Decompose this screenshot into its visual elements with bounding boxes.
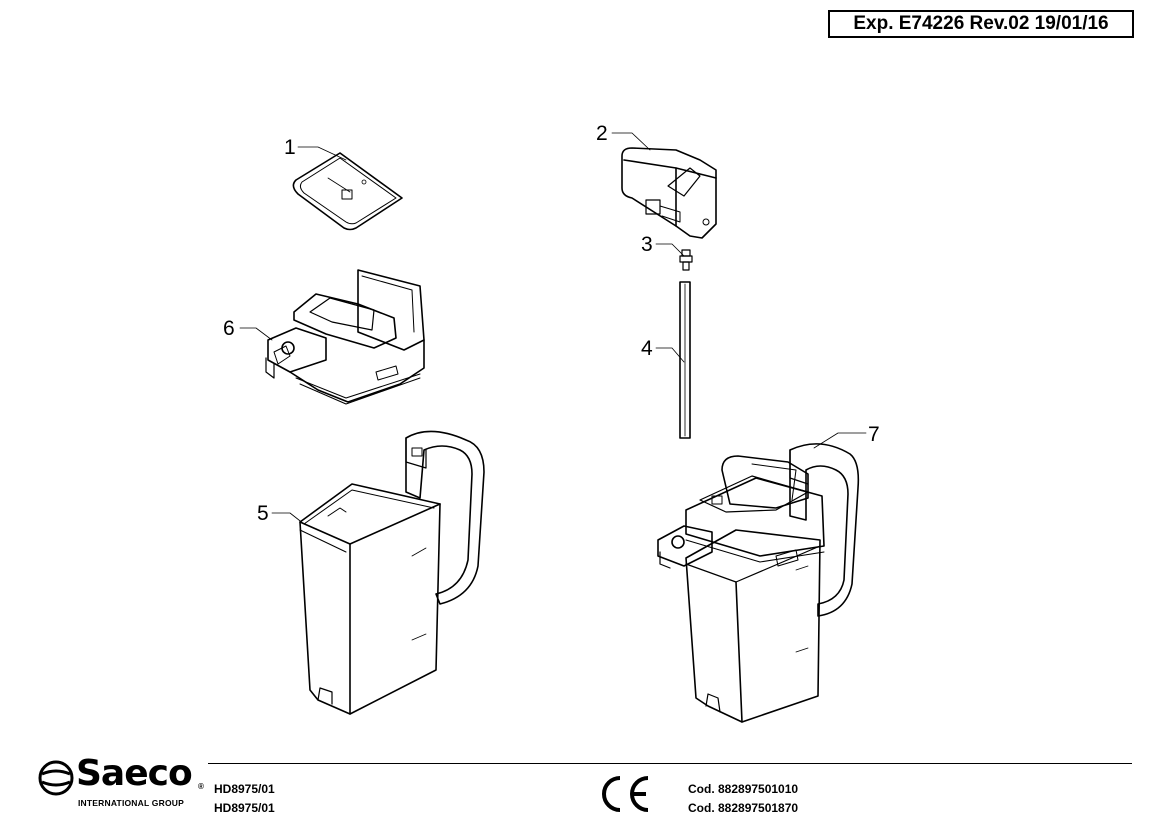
callout-2: 2	[596, 122, 608, 145]
leader-5	[271, 512, 305, 525]
milk-nozzle-icon	[621, 147, 717, 239]
document-reference: Exp. E74226 Rev.02 19/01/16	[828, 10, 1134, 38]
callout-6: 6	[223, 317, 235, 340]
leader-6	[239, 327, 273, 341]
leader-3	[655, 243, 685, 257]
registered-mark: ®	[198, 782, 204, 791]
leader-lines	[239, 132, 867, 525]
callout-1: 1	[284, 136, 296, 159]
callout-4: 4	[641, 337, 653, 360]
callout-3: 3	[641, 233, 653, 256]
leader-2	[611, 132, 651, 151]
leader-7	[813, 432, 867, 449]
callout-5: 5	[257, 502, 269, 525]
model-number-2: HD8975/01	[214, 801, 275, 815]
callout-7: 7	[868, 423, 880, 446]
brand-name: Saeco	[76, 753, 193, 794]
model-number-1: HD8975/01	[214, 782, 275, 796]
saeco-logo: Saeco ® INTERNATIONAL GROUP	[36, 752, 206, 812]
connector-icon	[679, 249, 693, 271]
footer-divider	[208, 763, 1132, 764]
part-code-1: Cod. 882897501010	[688, 782, 799, 796]
saeco-swirl-icon	[38, 760, 74, 796]
milk-jug-icon	[299, 430, 485, 715]
brand-subtitle: INTERNATIONAL GROUP	[78, 798, 184, 808]
assembled-carafe-icon	[657, 443, 860, 723]
part-code-2: Cod. 882897501870	[688, 801, 799, 815]
ce-mark-icon	[602, 776, 649, 812]
lid-icon	[292, 152, 403, 231]
jug-cover-icon	[265, 269, 425, 405]
suction-tube-icon	[679, 281, 691, 439]
